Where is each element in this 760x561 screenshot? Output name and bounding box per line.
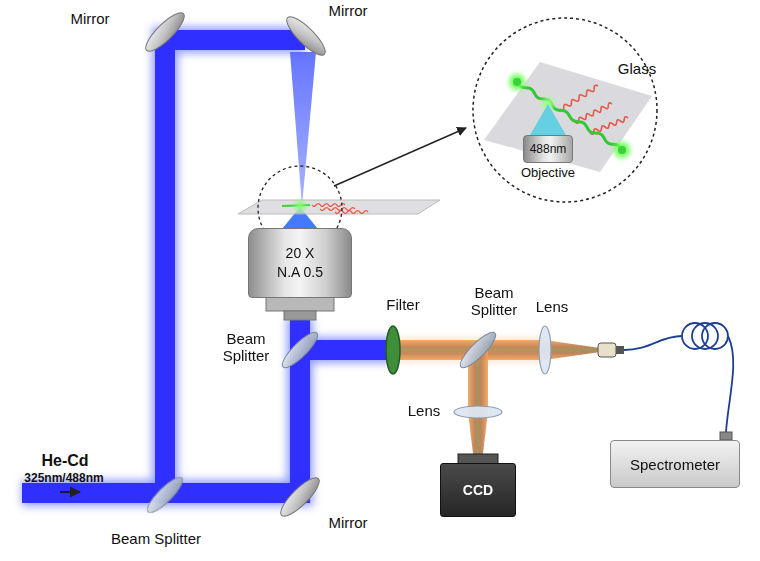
inset-objective: 488nmObjective <box>523 135 573 163</box>
inset-nanowire <box>509 74 525 90</box>
part-label: Beam Splitter <box>96 530 216 547</box>
filter <box>386 326 400 374</box>
part-label: 325nm/488nm <box>14 472 114 486</box>
nanowire <box>295 201 305 211</box>
objective-lens <box>266 297 334 311</box>
part-label: Mirror <box>318 2 378 19</box>
optical-fiber <box>616 346 624 354</box>
emission-wave <box>560 85 628 134</box>
mirror <box>276 473 324 521</box>
node-text: N.A 0.5 <box>277 263 323 282</box>
inset-excitation-cone <box>530 104 566 135</box>
node-text: 20 X <box>286 244 315 263</box>
spectrometer: Spectrometer <box>610 440 740 488</box>
part-label: Lens <box>530 298 574 315</box>
nanowire <box>282 201 310 211</box>
mirror <box>141 8 330 521</box>
part-label: Mirror <box>60 10 120 27</box>
focused-beam <box>290 52 316 206</box>
objective-lens <box>284 311 316 320</box>
part-label: Beam Splitter <box>214 330 278 365</box>
optical-fiber <box>726 336 733 432</box>
part-label: Beam Splitter <box>462 284 526 319</box>
emission-beam <box>395 336 600 462</box>
node-text: CCD <box>463 482 493 498</box>
laser-beam-glow <box>165 318 300 493</box>
mirror <box>282 12 330 60</box>
optical-fiber <box>598 323 733 440</box>
node-text: 488nm <box>530 142 567 156</box>
ccd-camera: CCD <box>440 463 516 517</box>
emission-wave <box>560 85 598 111</box>
emission-wave <box>335 211 368 214</box>
part-label: Glass <box>612 60 662 77</box>
lens <box>454 406 502 418</box>
laser-beam <box>22 40 392 493</box>
optical-fiber <box>702 323 728 349</box>
lens <box>539 326 551 374</box>
objective-lens <box>266 297 334 320</box>
inset-nanowire <box>614 142 630 158</box>
optical-fiber <box>598 343 616 357</box>
beam-splitter <box>278 328 322 372</box>
part-label: Lens <box>402 402 446 419</box>
part-label: Objective <box>521 165 575 180</box>
inset-glass <box>484 62 652 172</box>
zoom-arrow <box>334 128 466 186</box>
input-arrow <box>60 491 80 493</box>
emission-wave <box>312 204 368 214</box>
emission-beam <box>545 340 600 360</box>
optical-fiber <box>624 336 682 350</box>
inset-circle <box>473 18 657 202</box>
node-text: Spectrometer <box>630 456 720 473</box>
beam-splitter <box>456 328 500 372</box>
laser-beam <box>165 318 300 493</box>
objective-lens: 20 XN.A 0.5 <box>248 228 352 298</box>
emission-wave <box>575 103 612 123</box>
beam-splitter <box>143 473 187 517</box>
optical-fiber <box>720 432 732 440</box>
lens <box>454 326 551 418</box>
inset-nanowire <box>513 78 521 86</box>
laser-beam-glow <box>22 40 392 493</box>
inset-nanowire <box>618 146 626 154</box>
mirror <box>141 8 189 56</box>
emission-wave <box>312 204 345 207</box>
part-label: Filter <box>378 296 428 313</box>
part-label: He-Cd <box>32 452 98 470</box>
glass-slide <box>238 200 440 214</box>
part-label: Mirror <box>318 514 378 531</box>
